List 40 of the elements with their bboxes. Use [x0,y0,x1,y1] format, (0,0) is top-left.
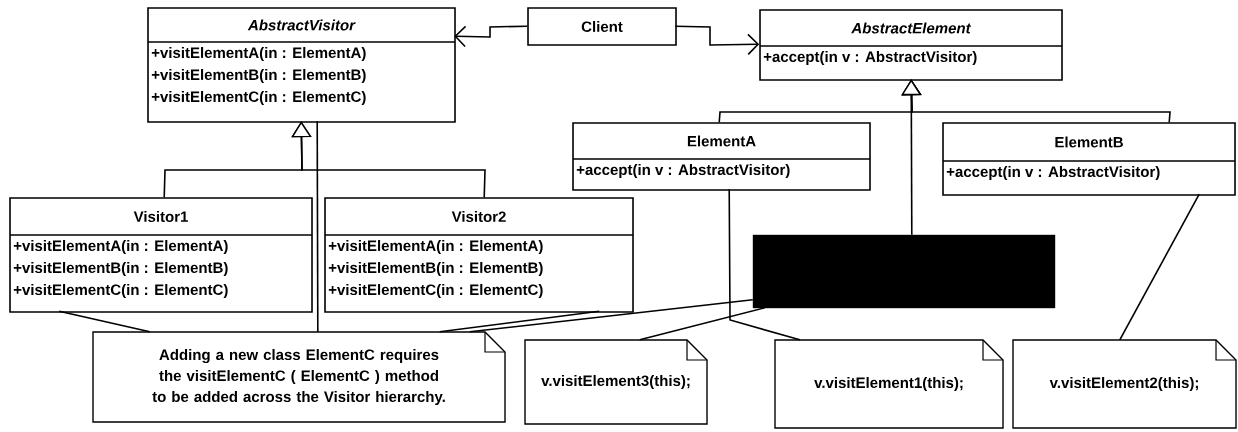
method-signature: +visitElementC(in : ElementC) [328,284,543,298]
class-box [324,197,634,313]
note-connector [469,299,754,333]
note: v.visitElement1(this); [774,339,1004,429]
class-name: ElementB [1055,136,1123,148]
class-box [942,122,1236,196]
note: v.visitElement2(this); [1012,339,1237,429]
method-signature: +visitElementB(in : ElementB) [151,69,366,83]
note: Adding a new class ElementC requires the visitElementC ( ElementC ) method to be added across the Visitor hierarchy. [92,331,506,423]
class-name: ElementA [687,135,756,147]
method-signature: +visitElementA(in : ElementA) [151,47,366,61]
note-connector [639,307,766,341]
class-box [572,122,871,191]
class-box [527,7,677,46]
class-box [9,197,313,313]
class-name: AbstractVisitor [247,19,356,31]
class-name: AbstractElement [851,22,972,34]
method-signature: +visitElementB(in : ElementB) [328,262,543,276]
association-arrow [454,25,528,48]
method-signature: +visitElementA(in : ElementA) [13,240,228,254]
note-connector [1119,193,1200,341]
note-connector [439,310,600,333]
method-signature: +accept(in v : AbstractVisitor) [576,164,790,178]
note-connector [316,120,319,333]
class-box [759,9,1063,81]
method-signature: +accept(in v : AbstractVisitor) [763,51,977,65]
method-signature: +visitElementC(in : ElementC) [13,284,228,298]
method-signature: +visitElementB(in : ElementB) [13,262,228,276]
inheritance-arrow [291,121,486,198]
class-name: Visitor1 [133,211,188,222]
method-signature: +accept(in v : AbstractVisitor) [946,166,1160,180]
box [752,234,1056,309]
association-arrow [674,25,760,56]
method-signature: +visitElementC(in : ElementC) [151,91,366,105]
class-box [147,7,456,123]
note-connector [728,188,801,341]
note: v.visitElement3(this); [524,339,708,425]
class-name: Visitor2 [451,211,506,222]
class-name: Client [581,21,623,32]
method-signature: +visitElementA(in : ElementA) [328,240,543,254]
